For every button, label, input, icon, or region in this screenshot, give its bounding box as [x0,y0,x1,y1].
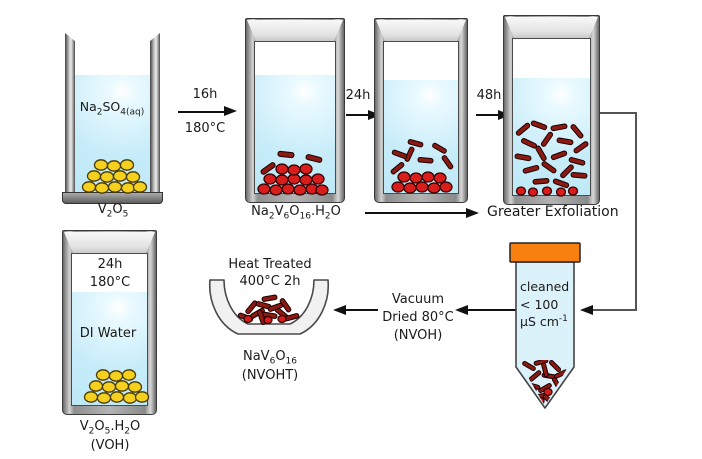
autoclave-mouth [376,20,466,41]
autoclave-mouth [505,17,598,38]
connector-bottom-line [592,309,637,311]
crucible-note2: 400°C 2h [239,274,301,289]
autoclave-mouth [247,20,343,41]
connector-arrow-head [580,304,593,315]
vacuum-line1: Vacuum [391,292,445,307]
connector-vertical-line [635,112,637,310]
to-crucible-arrow-head [333,304,346,315]
autoclave-cavity [71,253,148,406]
step2-time: 24h [345,88,371,103]
autoclave-liquid [384,80,458,193]
connector-top-line [600,112,637,114]
voh-code-label: (VOH) [90,438,130,453]
crucible-note1: Heat Treated [228,257,312,272]
v2-particles [257,150,329,196]
tube-line1: cleaned [520,279,570,294]
v1-product-label: V2O5 [97,202,129,220]
crucible-code-label: (NVOHT) [241,368,299,383]
voh-solvent: DI Water [79,326,137,341]
crucible [208,279,330,335]
voh-time: 24h [97,257,123,272]
tube-line2: < 100 [520,297,559,312]
voh-product-label: V2O5.H2O [79,419,141,437]
step2-arrow-line [346,114,368,116]
v3-particles [390,139,454,194]
v2-product-label: Na2V6O16.H2O [251,204,341,222]
v1-solution-label: Na2SO4(aq) [79,99,145,118]
centrifuge-tube [509,242,581,409]
exfoliation-label: Greater Exfoliation [487,204,619,220]
v4-particles [514,120,589,197]
step1-arrow-line [178,111,224,113]
vacuum-line2: Dried 80°C [382,310,454,325]
crucible-product-pile [237,294,300,326]
step1-temp: 180°C [184,121,226,136]
voh-temp: 180°C [89,275,131,290]
step3-arrow-line [476,114,498,116]
voh-particles [83,369,150,404]
vacuum-line3: (NVOH) [393,328,443,343]
tube-line3: μS cm-1 [520,313,568,329]
step1-time: 16h [192,87,218,102]
tube-cap [509,242,581,263]
to-vacuum-arrow-line [467,309,518,311]
step1-arrow-head [224,106,237,116]
v2o5-particles [81,159,148,194]
autoclave-mouth [64,232,155,253]
beaker-left-wall [65,33,75,193]
exfoliation-arrow-line [365,212,466,214]
to-vacuum-arrow-head [455,304,468,315]
step3-time: 48h [476,88,502,103]
to-crucible-arrow-line [345,309,378,311]
autoclave-24h [374,18,468,203]
beaker-right-wall [150,33,160,193]
crucible-product-label: NaV6O16 [242,349,297,367]
exfoliation-arrow-head [466,207,479,218]
